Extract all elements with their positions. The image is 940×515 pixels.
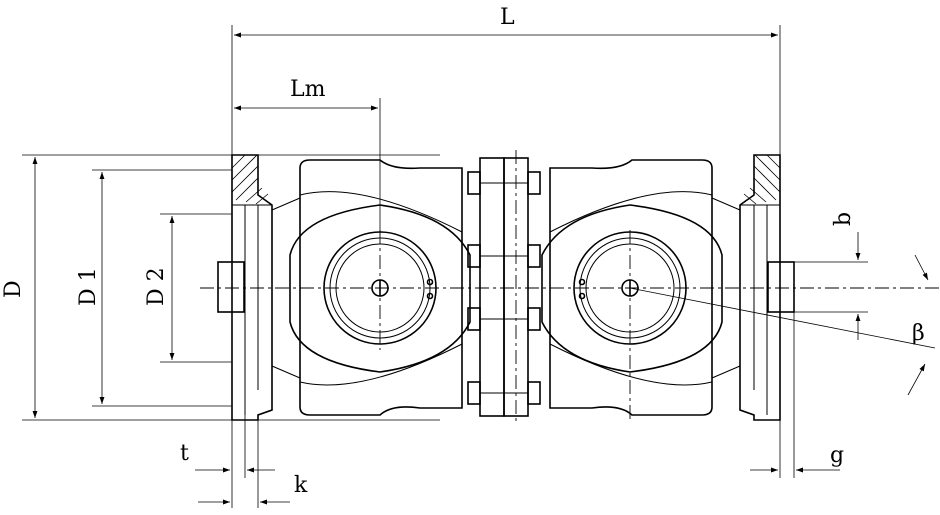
dimension-L: L <box>231 5 781 155</box>
left-keyway <box>217 261 245 313</box>
label-k: k <box>294 473 308 498</box>
right-keyway <box>767 261 795 313</box>
right-yoke <box>541 159 741 416</box>
label-L: L <box>500 5 515 30</box>
label-g: g <box>830 443 844 468</box>
center-flange <box>467 150 541 425</box>
dimension-D: D <box>1 154 440 421</box>
label-D: D <box>1 280 26 298</box>
label-beta: β <box>912 321 925 346</box>
left-flange <box>217 154 273 421</box>
dimension-Lm: Lm <box>234 77 381 232</box>
dimension-D2: D 2 <box>144 213 232 363</box>
right-bearing-outer <box>573 231 687 345</box>
right-flange-hatching <box>743 154 781 205</box>
right-flange <box>739 154 795 421</box>
label-Lm: Lm <box>290 77 326 102</box>
left-flange-hatching <box>231 154 269 205</box>
left-yoke <box>271 159 471 416</box>
dimension-k: k <box>198 420 308 508</box>
bolt-row <box>467 171 541 405</box>
label-D1: D 1 <box>76 267 101 306</box>
dimension-beta: β <box>629 254 936 396</box>
dimension-t: t <box>180 415 275 508</box>
centerline <box>200 230 940 420</box>
label-D2: D 2 <box>144 267 169 306</box>
dimension-D1: D 1 <box>76 169 232 407</box>
dimension-b: b <box>794 212 868 340</box>
dimension-g: g <box>750 312 844 478</box>
label-t: t <box>180 441 189 466</box>
label-b: b <box>831 212 856 226</box>
